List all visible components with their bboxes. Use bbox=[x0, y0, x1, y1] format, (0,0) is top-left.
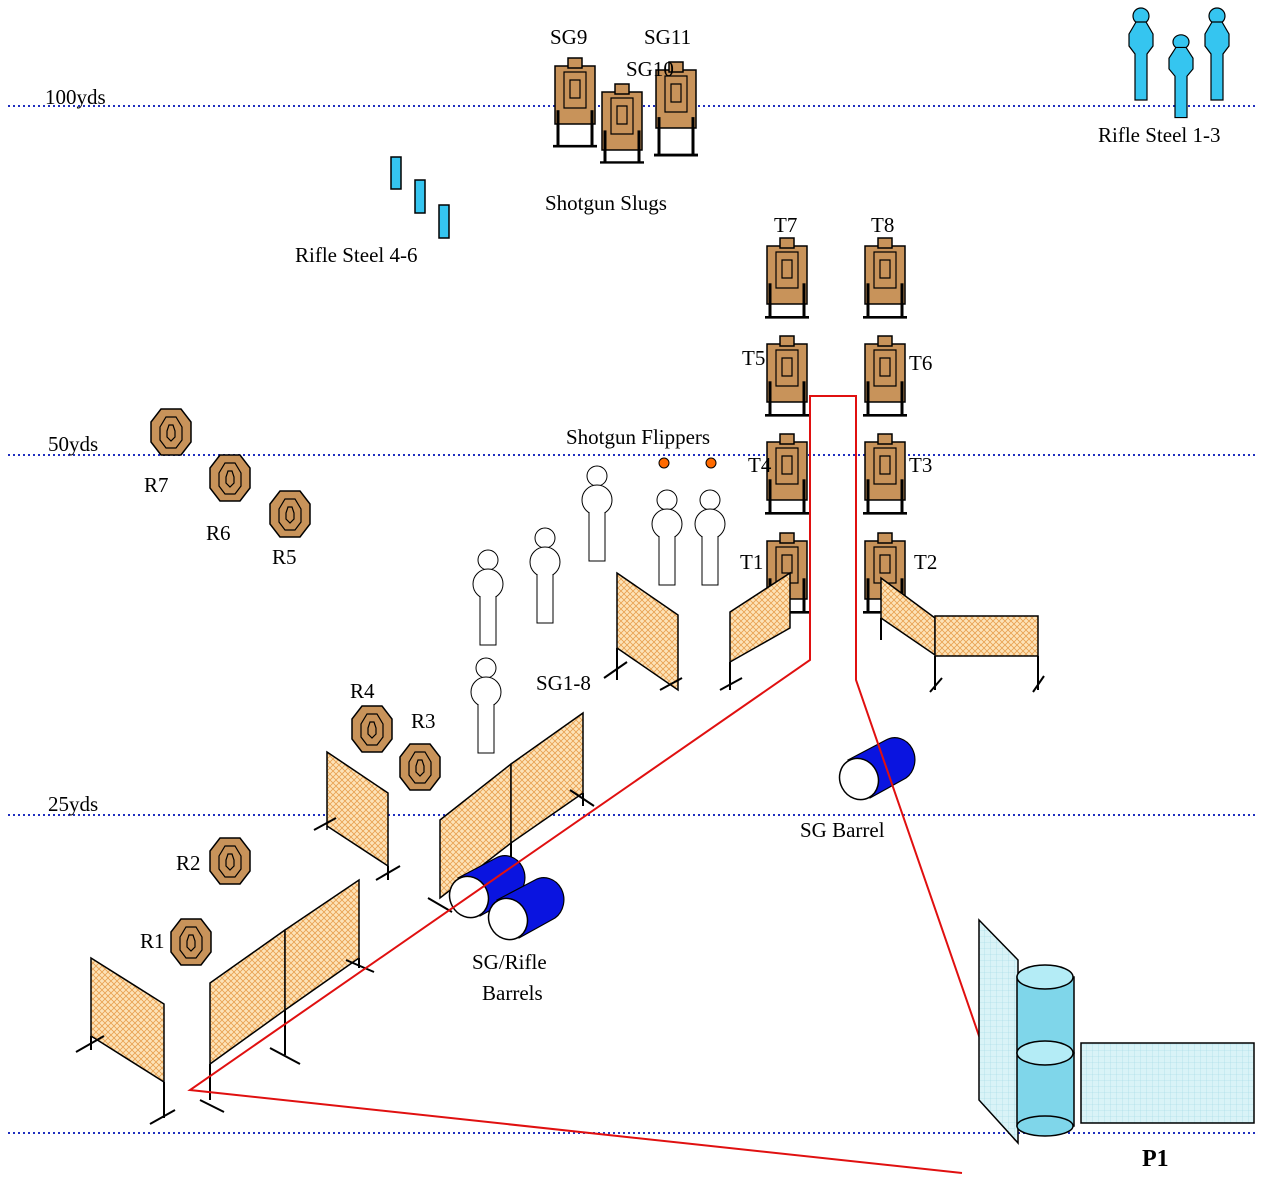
rifle-steel-4-6 bbox=[390, 156, 450, 239]
label-shotgun-slugs: Shotgun Slugs bbox=[545, 191, 667, 215]
label-sg1-8: SG1-8 bbox=[536, 671, 591, 695]
label-50yds: 50yds bbox=[48, 432, 98, 456]
label-100yds: 100yds bbox=[45, 85, 106, 109]
label-sg-rifle-1: SG/Rifle bbox=[472, 950, 547, 974]
flipper-1 bbox=[658, 457, 670, 469]
flipper-2 bbox=[705, 457, 717, 469]
label-r5: R5 bbox=[272, 545, 297, 569]
label-t8: T8 bbox=[871, 213, 894, 237]
label-t6: T6 bbox=[909, 351, 932, 375]
label-t3: T3 bbox=[909, 453, 932, 477]
label-t1: T1 bbox=[740, 550, 763, 574]
label-rifle-steel-1-3: Rifle Steel 1-3 bbox=[1098, 123, 1220, 147]
label-r1: R1 bbox=[140, 929, 165, 953]
sg1-8-poppers bbox=[470, 465, 726, 754]
label-t5: T5 bbox=[742, 346, 765, 370]
label-shotgun-flippers: Shotgun Flippers bbox=[566, 425, 710, 449]
sg-barrel bbox=[831, 736, 916, 808]
label-sg-rifle-2: Barrels bbox=[482, 981, 543, 1005]
rifle-steel-1-3 bbox=[1128, 7, 1230, 119]
t-targets bbox=[763, 237, 909, 614]
label-r7: R7 bbox=[144, 473, 169, 497]
rifle-targets bbox=[150, 408, 441, 966]
label-t4: T4 bbox=[748, 453, 772, 477]
label-p1: P1 bbox=[1142, 1146, 1169, 1172]
label-sg-barrel: SG Barrel bbox=[800, 818, 885, 842]
label-sg9: SG9 bbox=[550, 25, 587, 49]
label-r6: R6 bbox=[206, 521, 231, 545]
label-t2: T2 bbox=[914, 550, 937, 574]
p1-position bbox=[978, 918, 1255, 1145]
label-sg10: SG10 bbox=[626, 57, 674, 81]
label-r4: R4 bbox=[350, 679, 375, 703]
label-sg11: SG11 bbox=[644, 25, 691, 49]
label-t7: T7 bbox=[774, 213, 797, 237]
label-r2: R2 bbox=[176, 851, 201, 875]
label-r3: R3 bbox=[411, 709, 436, 733]
walls bbox=[75, 571, 1045, 1125]
fault-line bbox=[187, 395, 1016, 1174]
label-rifle-steel-4-6: Rifle Steel 4-6 bbox=[295, 243, 417, 267]
label-25yds: 25yds bbox=[48, 792, 98, 816]
